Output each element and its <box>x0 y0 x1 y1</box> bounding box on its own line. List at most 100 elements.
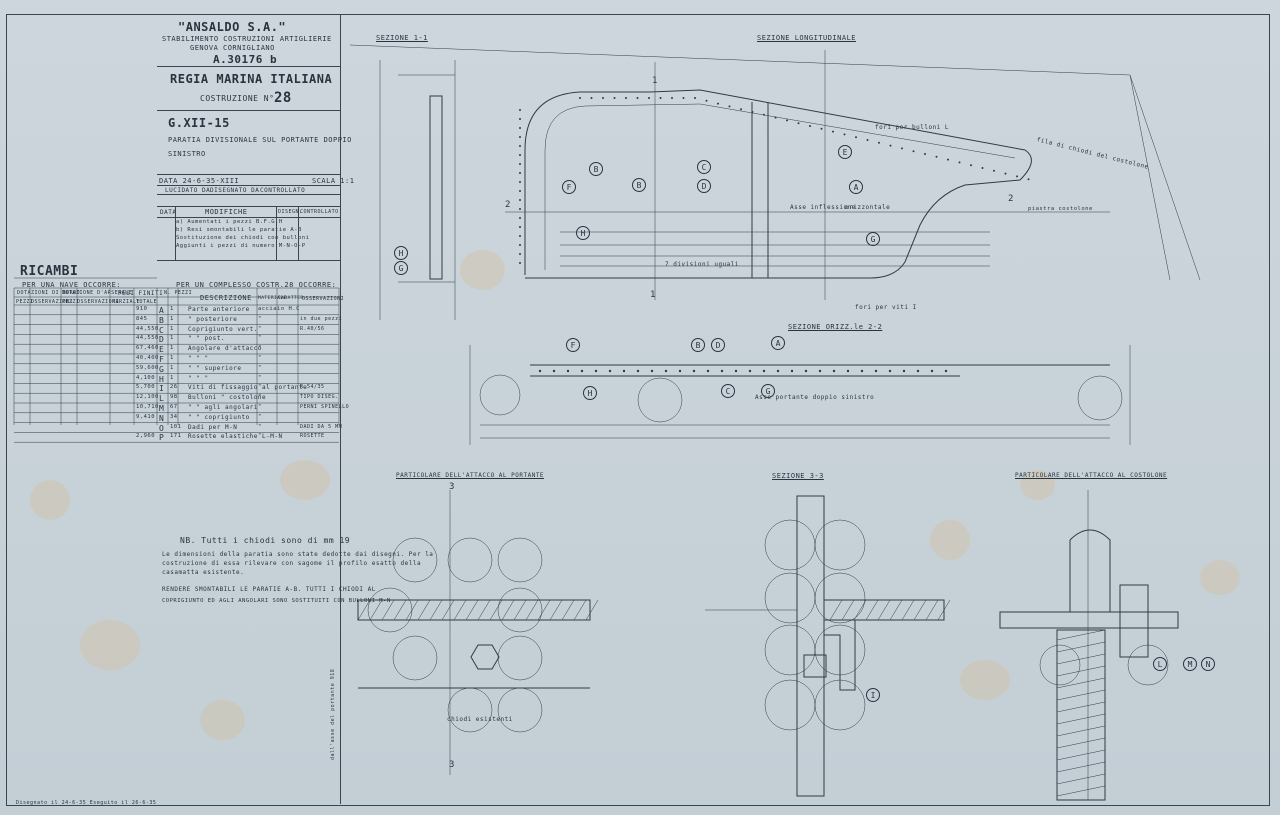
drawing-line <box>549 599 563 621</box>
drawing-line <box>717 102 719 105</box>
drawing-line <box>970 164 972 167</box>
drawing-line <box>447 687 493 733</box>
drawing-line <box>832 130 834 133</box>
drawing-line <box>874 369 878 373</box>
paper-stain <box>1200 560 1240 595</box>
part-desc: " " agli angolari <box>188 404 258 411</box>
weights-sub: TOTALE <box>136 299 158 305</box>
weights-sub: PARZIALE <box>112 299 141 305</box>
drawing-line <box>1056 629 1106 641</box>
part-tag: H <box>583 386 597 400</box>
drawing-line <box>441 599 455 621</box>
part-qty: 1 <box>170 306 174 312</box>
mods-drawing-header: DISEGN. <box>278 209 303 215</box>
part-weight: 67,460 <box>136 345 159 352</box>
drawing-line <box>1056 689 1106 701</box>
part-qty: 1 <box>170 345 174 352</box>
spares-sub: OSSERVAZIONI <box>31 299 74 305</box>
part-letter: P <box>159 433 165 443</box>
title-divider <box>157 174 340 175</box>
drawing-line <box>519 145 521 147</box>
part-material: " <box>258 364 262 371</box>
section-marker: 2 <box>1008 194 1014 204</box>
part-desc: Rosette elastiche L-M-N <box>188 433 283 441</box>
part-tag: B <box>589 162 603 176</box>
part-obs: ROSETTE <box>300 433 325 440</box>
part-desc: " " superiore <box>188 364 242 372</box>
paper-stain <box>1020 470 1055 500</box>
part-tag: F <box>566 338 580 352</box>
paper-stain <box>280 460 330 500</box>
drawing-line <box>625 97 627 99</box>
drawing-line <box>944 369 948 373</box>
part-material: " <box>258 404 262 410</box>
drawing-line <box>429 95 443 280</box>
annotation: orizzontale <box>845 204 891 211</box>
drawing-line <box>1127 644 1169 686</box>
note-line: Le dimensioni della paratia sono state d… <box>162 551 434 558</box>
drawing-line <box>489 599 503 621</box>
drawing-line <box>843 133 846 136</box>
part-weight: 12,100 <box>136 394 159 401</box>
drawing-line <box>814 679 866 731</box>
part-material: " <box>258 394 262 401</box>
drawing-line <box>1056 641 1106 653</box>
drawing-line <box>1056 677 1106 689</box>
spares-col: DOTAZIONE D'ARSENALE <box>62 290 133 296</box>
drawing-line <box>981 167 984 169</box>
drawing-line <box>519 118 521 120</box>
view-title: PARTICOLARE DELL'ATTACCO AL COSTOLONE <box>1015 472 1168 479</box>
part-material: " <box>258 374 262 381</box>
weights-title: PESI FINITI <box>118 290 164 297</box>
drawing-line <box>519 217 521 219</box>
spares-sub: PEZZI <box>62 299 80 305</box>
drawing-line <box>519 109 521 111</box>
drawing-line <box>392 635 438 681</box>
paper-stain <box>460 250 505 290</box>
part-letter: N <box>159 413 165 423</box>
drawing-line <box>796 495 825 797</box>
paper-stain <box>30 480 70 520</box>
part-letter: E <box>159 345 165 355</box>
drawing-line <box>497 687 543 733</box>
company-line2: GENOVA CORNIGLIANO <box>190 44 275 52</box>
drawing-line <box>776 369 780 373</box>
drawing-line <box>1056 749 1106 761</box>
drawing-line <box>519 190 521 192</box>
drawing-line <box>762 369 766 373</box>
drawing-line <box>465 599 479 621</box>
traced-label: LUCIDATO DA <box>165 187 211 194</box>
drawing-line <box>818 369 822 373</box>
drawing-code: G.XII-15 <box>168 116 230 130</box>
drawing-line <box>393 599 407 621</box>
company-name: "ANSALDO S.A." <box>178 20 287 34</box>
drawing-line <box>1077 375 1123 421</box>
part-tag: B <box>632 178 646 192</box>
paper-stain <box>200 700 245 740</box>
drawing-line <box>573 599 587 621</box>
drawing-line <box>947 158 949 161</box>
drawing-line <box>608 369 612 373</box>
mods-col <box>175 206 176 260</box>
frame-divider <box>340 14 341 804</box>
drawing-line <box>392 537 438 583</box>
part-weight: 10,710 <box>136 404 159 410</box>
drawing-line <box>659 97 662 99</box>
annotation: fori per bulloni L <box>875 124 950 131</box>
part-material: " <box>258 423 262 430</box>
mod-row: Aggiunti i pezzi di numero M-N-O-P <box>176 243 306 249</box>
drawing-desc2: SINISTRO <box>168 150 206 158</box>
title-divider <box>157 185 340 186</box>
title-divider <box>157 206 340 207</box>
drawing-line <box>832 369 836 373</box>
drawing-line <box>1069 529 1111 613</box>
drawing-line <box>877 599 891 621</box>
view-title: SEZIONE LONGITUDINALE <box>757 34 857 42</box>
part-material: " <box>258 345 262 352</box>
spares-sub: OSSERVAZIONI <box>77 299 120 305</box>
drawing-line <box>902 369 906 373</box>
drawing-line <box>809 125 811 127</box>
part-tag: I <box>866 688 880 702</box>
drawing-line <box>937 599 951 621</box>
note-line: costruzione di essa rilevare con sagome … <box>162 560 422 567</box>
